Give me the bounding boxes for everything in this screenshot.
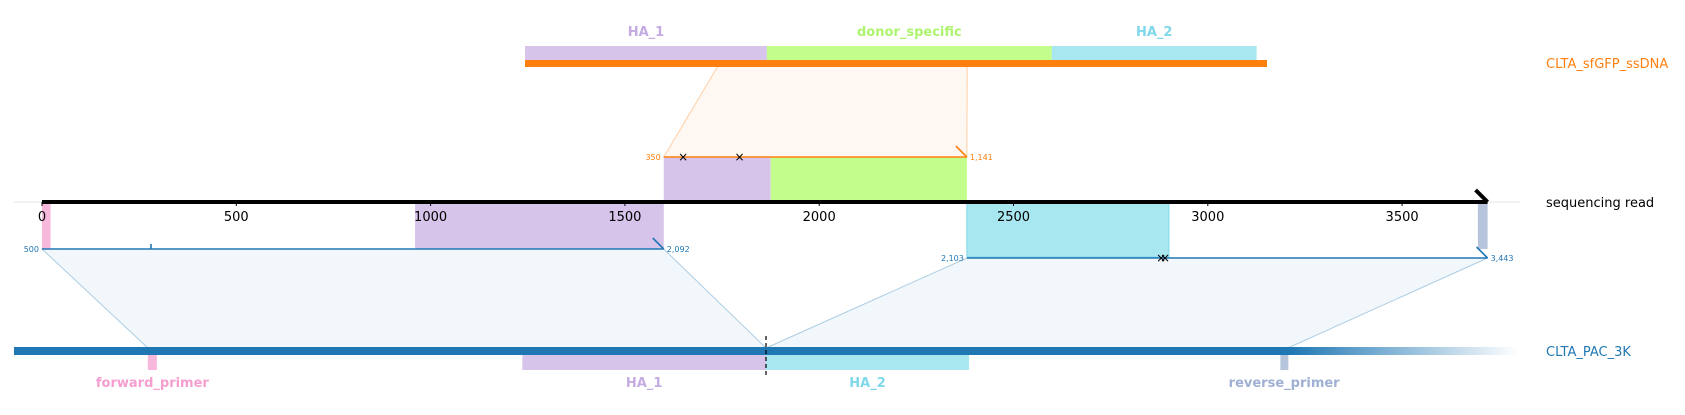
genome-alignment-shadow — [40, 248, 768, 349]
genome-feature-label: HA_2 — [849, 376, 886, 391]
read-feature-HA_2 — [966, 201, 1170, 258]
read-feature-HA_1 — [415, 202, 664, 249]
donor-feature-donor_specific — [766, 46, 1052, 61]
donor-feature-label: HA_1 — [628, 25, 665, 40]
axis-tick-label: 3500 — [1386, 210, 1419, 225]
genome-feature-reverse_primer — [1280, 352, 1289, 370]
read-feature-forward_primer — [42, 202, 51, 249]
alignment-end-hook — [1476, 246, 1489, 259]
donor-feature-HA_2 — [1051, 46, 1257, 61]
axis-tick-label: 2500 — [997, 210, 1030, 225]
axis-tick-label: 500 — [224, 210, 249, 225]
alignment-end-label: 2,092 — [667, 245, 690, 254]
axis-tick-label: 2000 — [803, 210, 836, 225]
mismatch-marker: × — [1160, 251, 1170, 265]
genome-feature-HA_2 — [766, 352, 970, 370]
read-feature-reverse_primer — [1477, 202, 1488, 249]
genome-feature-HA_1 — [522, 352, 766, 370]
axis-tick-label: 1500 — [608, 210, 641, 225]
alignment-start-label: 500 — [24, 245, 39, 254]
donor-feature-label: donor_specific — [857, 25, 962, 40]
alignment-start-label: 2,103 — [941, 254, 964, 263]
genome-track-fade — [1290, 347, 1518, 355]
alignment-end-label: 3,443 — [1491, 254, 1514, 263]
donor-feature-HA_1 — [525, 46, 767, 61]
axis-tick-label: 3000 — [1191, 210, 1224, 225]
genome-feature-label: HA_1 — [626, 376, 663, 391]
read-feature-HA_1 — [663, 157, 771, 202]
axis-tick-label: 1000 — [414, 210, 447, 225]
axis-tick-label: 0 — [38, 210, 46, 225]
read-track-label: sequencing read — [1546, 196, 1654, 211]
read-axis-arrow — [1474, 188, 1490, 204]
mismatch-marker: × — [735, 150, 745, 164]
donor-feature-label: HA_2 — [1136, 25, 1173, 40]
genome-track-label: CLTA_PAC_3K — [1546, 345, 1631, 360]
alignment-end-hook — [652, 237, 665, 250]
genome-alignment-shadow — [765, 257, 1488, 349]
genome-feature-label: forward_primer — [96, 376, 210, 391]
mismatch-marker: × — [678, 150, 688, 164]
read-feature-donor_specific — [770, 157, 967, 202]
donor-track-bar — [525, 60, 1267, 67]
mismatch-marker: × — [1156, 251, 1166, 265]
genome-feature-label: reverse_primer — [1229, 376, 1341, 391]
donor-track-label: CLTA_sfGFP_ssDNA — [1546, 57, 1668, 72]
alignment-start-label: 350 — [645, 153, 660, 162]
donor-alignment-shadow — [662, 65, 968, 158]
alignment-end-label: 1,141 — [970, 153, 993, 162]
genome-feature-forward_primer — [147, 352, 157, 370]
genome-track-bar — [14, 347, 1290, 355]
alignment-end-hook — [955, 145, 968, 158]
